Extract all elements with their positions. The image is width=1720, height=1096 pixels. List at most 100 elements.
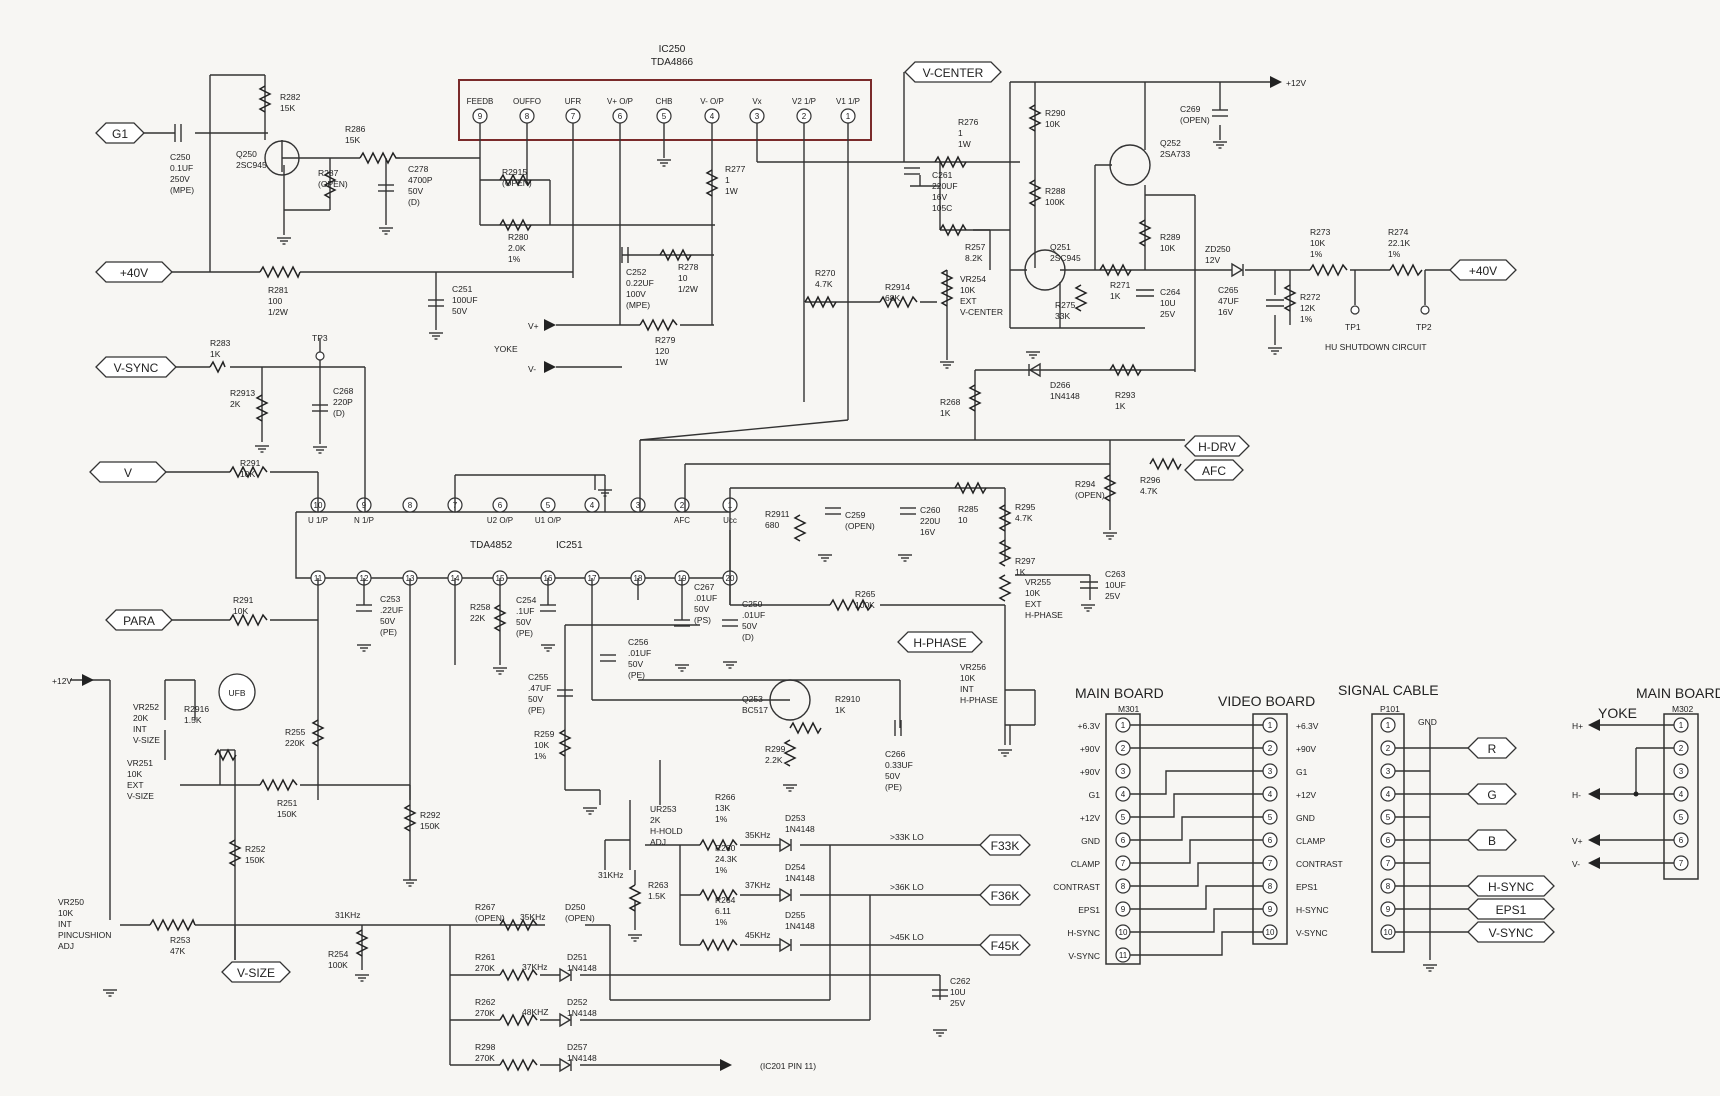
- component-label-c250b: 50V: [742, 621, 757, 631]
- tag-p40_right: [1449, 259, 1517, 281]
- m301-pin-number: 3: [1121, 767, 1126, 776]
- component-label-r266: 1%: [715, 814, 728, 824]
- p101-tag-label: R: [1488, 742, 1497, 756]
- component-label-vr250: PINCUSHION: [58, 930, 111, 940]
- component-label-r298: 270K: [475, 1053, 495, 1063]
- tag-ufb: [218, 673, 256, 711]
- board-wire: [1130, 793, 1263, 818]
- component-label-r276: R276: [958, 117, 979, 127]
- board-wire: [1130, 862, 1263, 887]
- label-tp2: TP2: [1416, 322, 1432, 332]
- component-label-r275: R275: [1055, 300, 1076, 310]
- component-label-r273: 1%: [1310, 249, 1323, 259]
- component-label-r285: R285: [958, 504, 979, 514]
- component-label-c251: 50V: [452, 306, 467, 316]
- component-label-vr251: V-SIZE: [127, 791, 154, 801]
- m301-pin-label: GND: [1081, 836, 1100, 846]
- component-label-r268: R268: [940, 397, 961, 407]
- component-label-c267: (PS): [694, 615, 711, 625]
- component-label-r277: R277: [725, 164, 746, 174]
- component-label-c255: (PE): [528, 705, 545, 715]
- component-label-r266: R266: [715, 792, 736, 802]
- tag-label-f33k: F33K: [991, 839, 1020, 853]
- component-label-c260: 220U: [920, 516, 940, 526]
- tag-label-hphase: H-PHASE: [913, 636, 966, 650]
- tag-label-hdrv: H-DRV: [1198, 440, 1236, 454]
- component-label-c265: 47UF: [1218, 296, 1239, 306]
- component-label-vr251: 10K: [127, 769, 142, 779]
- component-label-c268: 220P: [333, 397, 353, 407]
- component-label-vr255: EXT: [1025, 599, 1042, 609]
- p101-tag-label: H-SYNC: [1488, 880, 1534, 894]
- m302-pin-number: 3: [1679, 767, 1684, 776]
- component-label-ur253: 2K: [650, 815, 661, 825]
- component-label-ur253: ADJ: [650, 837, 666, 847]
- component-label-r263: R263: [648, 880, 669, 890]
- tag-label-ufb: UFB: [229, 688, 246, 698]
- component-label-r294: (OPEN): [1075, 490, 1105, 500]
- component-label-r252: R252: [245, 844, 266, 854]
- main-board2-title: MAIN BOARD: [1636, 685, 1720, 701]
- m301-pin-number: 6: [1121, 836, 1126, 845]
- component-label-r278: 10: [678, 273, 688, 283]
- m302-pin-number: 1: [1679, 721, 1684, 730]
- ic250-pin-name: OUFFO: [513, 97, 541, 106]
- m302-pin-number: 2: [1679, 744, 1684, 753]
- component-label-r262: R262: [475, 997, 496, 1007]
- component-label-vr251: VR251: [127, 758, 153, 768]
- m301-box: [1105, 713, 1141, 965]
- tag-afc: [1184, 459, 1244, 481]
- label-f45khz: 45KHz: [745, 930, 771, 940]
- component-label-vr251: EXT: [127, 780, 144, 790]
- label-lo36: >36K LO: [890, 882, 924, 892]
- component-label-c253: 50V: [380, 616, 395, 626]
- component-label-c250b: (D): [742, 632, 754, 642]
- component-label-r279: R279: [655, 335, 676, 345]
- tag-label-v: V: [124, 466, 132, 480]
- ic250-pin-name: FEEDB: [467, 97, 494, 106]
- rail-p12-left: +12V: [52, 676, 72, 686]
- component-label-r295: R295: [1015, 502, 1036, 512]
- component-label-r290: 10K: [1045, 119, 1060, 129]
- video-pin-label: H-SYNC: [1296, 905, 1329, 915]
- label-yoke: YOKE: [494, 344, 518, 354]
- board-wire: [1130, 931, 1263, 956]
- component-label-r260: R260: [715, 843, 736, 853]
- component-label-ur253: H-HOLD: [650, 826, 683, 836]
- p101-tag-label: G: [1487, 788, 1496, 802]
- video-pin-label: G1: [1296, 767, 1308, 777]
- capacitors: [312, 109, 1284, 997]
- component-label-c266: C266: [885, 749, 906, 759]
- video-pin-label: CONTRAST: [1296, 859, 1343, 869]
- p101-box: [1371, 713, 1405, 953]
- component-label-c266: (PE): [885, 782, 902, 792]
- tag-label-para: PARA: [123, 614, 155, 628]
- yoke-arrow: [1588, 834, 1600, 846]
- m302-ref: M302: [1672, 704, 1694, 714]
- m301-pin-label: +90V: [1080, 767, 1100, 777]
- component-label-r286: R286: [345, 124, 366, 134]
- component-label-q253: BC517: [742, 705, 768, 715]
- component-label-r260: 1%: [715, 865, 728, 875]
- component-label-r261: R261: [475, 952, 496, 962]
- video-box: [1252, 713, 1288, 945]
- yoke-pin-label: V-: [1572, 859, 1580, 869]
- p101-pin-number: 3: [1386, 767, 1391, 776]
- p101-tag: [1467, 829, 1517, 851]
- component-label-r2913: 2K: [230, 399, 241, 409]
- p101-pin-number: 1: [1386, 721, 1391, 730]
- ic251-pin-number: 8: [408, 501, 413, 510]
- yoke-pin-label: H+: [1572, 721, 1583, 731]
- component-label-r272: R272: [1300, 292, 1321, 302]
- component-label-c262: 10U: [950, 987, 966, 997]
- component-label-d252: 1N4148: [567, 1008, 597, 1018]
- component-label-vr250: INT: [58, 919, 72, 929]
- component-label-r268: 1K: [940, 408, 951, 418]
- label-f48khz: 48KHZ: [522, 1007, 548, 1017]
- component-label-r260: 24.3K: [715, 854, 738, 864]
- p101-pin-number: 10: [1384, 928, 1393, 937]
- tag-label-p40_right: +40V: [1469, 264, 1497, 278]
- component-label-c250: 0.1UF: [170, 163, 193, 173]
- component-label-q252: 2SA733: [1160, 149, 1191, 159]
